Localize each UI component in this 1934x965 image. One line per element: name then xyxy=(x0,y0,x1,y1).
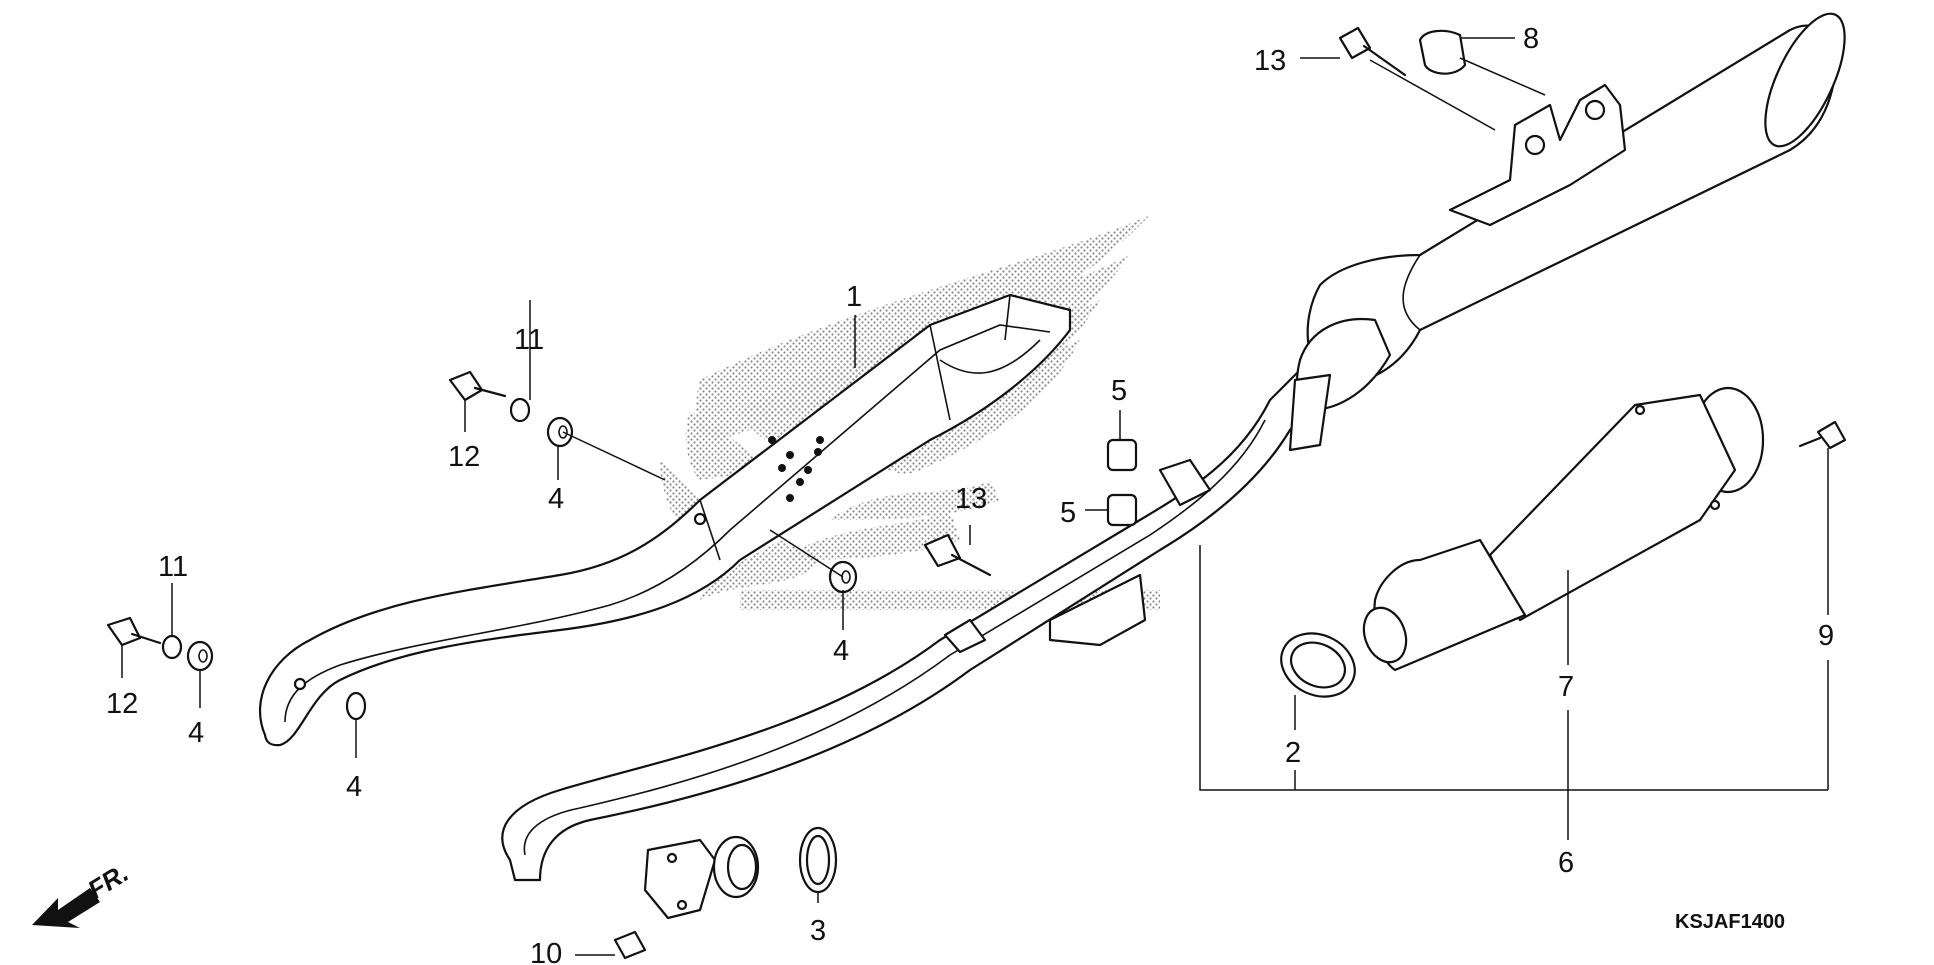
gasket-part-3[interactable] xyxy=(798,826,838,894)
callout-1: 1 xyxy=(846,281,862,313)
callout-6: 6 xyxy=(1558,847,1574,879)
heat-guard-part-1[interactable] xyxy=(258,293,1072,747)
callout-11-a: 11 xyxy=(514,324,544,356)
callout-13-a: 13 xyxy=(955,483,987,515)
callout-3: 3 xyxy=(810,915,826,947)
callout-5-a: 5 xyxy=(1111,375,1127,407)
callout-5-b: 5 xyxy=(1060,497,1076,529)
callout-12-b: 12 xyxy=(106,688,138,720)
callout-2: 2 xyxy=(1285,737,1301,769)
front-direction-arrow: FR. xyxy=(32,857,134,928)
callout-4-b: 4 xyxy=(833,635,849,667)
callout-labels: 1 2 3 4 4 4 4 5 5 6 7 8 9 10 11 11 12 12… xyxy=(106,23,1834,965)
callout-4-c: 4 xyxy=(188,717,204,749)
callout-8: 8 xyxy=(1523,23,1539,55)
callout-4-d: 4 xyxy=(346,771,362,803)
gasket-part-2[interactable] xyxy=(1271,622,1365,708)
callout-10: 10 xyxy=(530,938,562,965)
exhaust-header-pipe[interactable] xyxy=(501,368,1322,920)
callout-4-a: 4 xyxy=(548,483,564,515)
callout-12-a: 12 xyxy=(448,441,480,473)
callout-13-b: 13 xyxy=(1254,45,1286,77)
muffler-assembly[interactable] xyxy=(1288,3,1861,452)
callout-7: 7 xyxy=(1558,671,1574,703)
diagram-code: KSJAF1400 xyxy=(1675,911,1785,933)
callout-11-b: 11 xyxy=(158,551,188,583)
spark-arrester-part-7[interactable] xyxy=(1357,386,1765,672)
callout-9: 9 xyxy=(1818,620,1834,652)
leader-lines xyxy=(121,37,1829,956)
